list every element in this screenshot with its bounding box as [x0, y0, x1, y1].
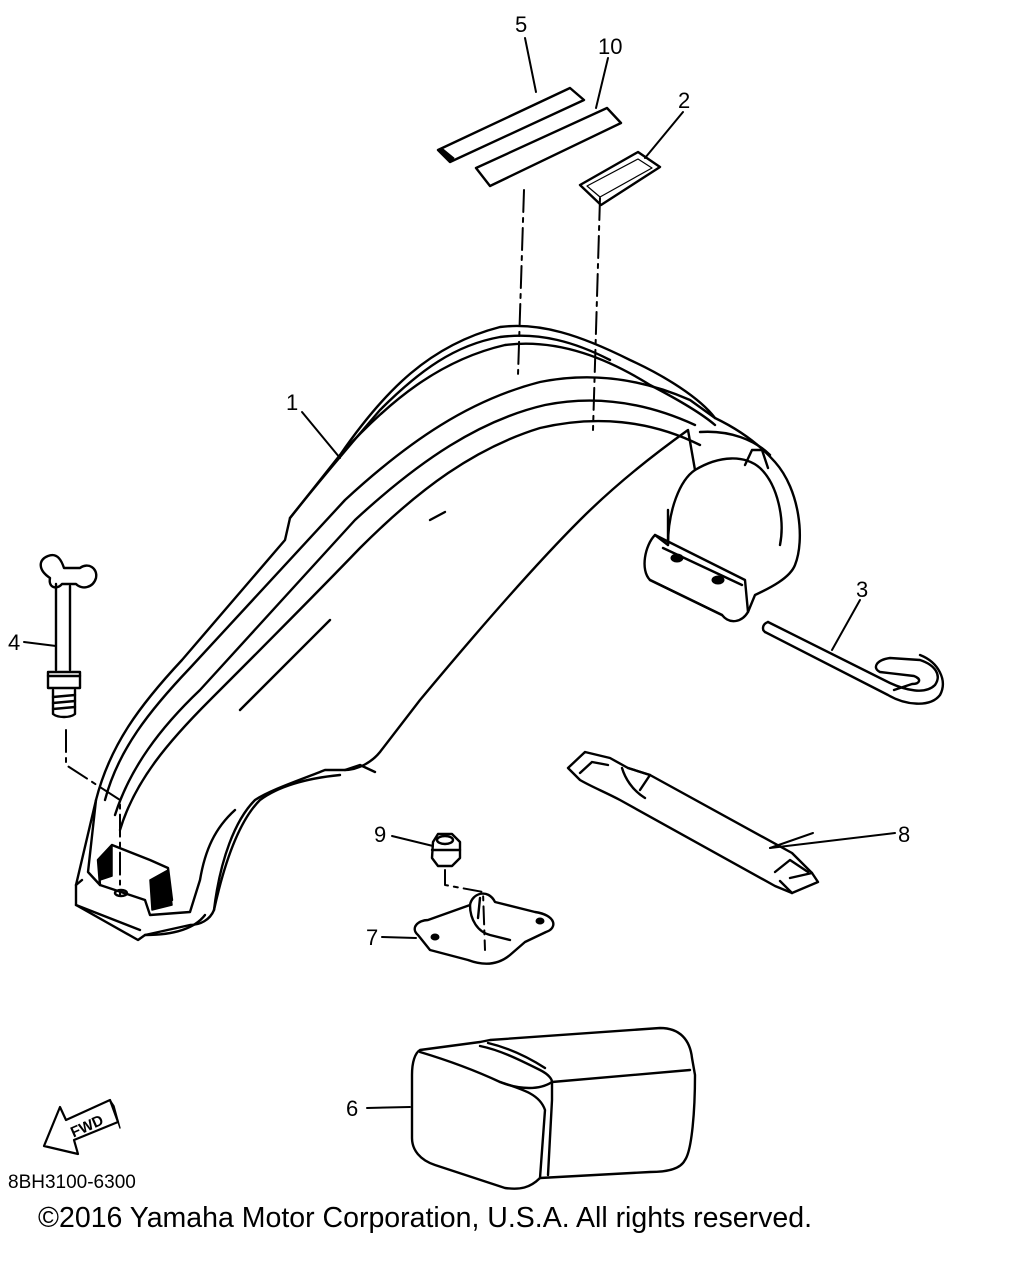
callout-9: 9: [374, 822, 386, 847]
callout-leaders: [23, 37, 896, 1109]
label-plate-part-2: [578, 150, 662, 207]
copyright-notice: ©2016 Yamaha Motor Corporation, U.S.A. A…: [38, 1202, 812, 1234]
nut-part-9: [430, 832, 462, 868]
decal-strip-part-5: [436, 86, 586, 164]
callout-7: 7: [366, 925, 378, 950]
callout-3: 3: [856, 577, 868, 602]
callout-labels: 5 10 2 1 3 4 8 9 7 6 FWD 8BH3100-6300: [8, 12, 910, 1193]
callout-8: 8: [898, 822, 910, 847]
bolt-guide-line: [65, 729, 121, 896]
fwd-arrow-icon: [42, 1098, 121, 1156]
callout-10: 10: [598, 34, 622, 59]
plate-part-7: [413, 892, 555, 965]
callout-2: 2: [678, 88, 690, 113]
decal-strip-part-10: [474, 106, 623, 188]
part-code: 8BH3100-6300: [8, 1172, 136, 1193]
callout-6: 6: [346, 1096, 358, 1121]
callout-4: 4: [8, 630, 20, 655]
cover-box-part-6: [410, 1026, 697, 1190]
fender-part-1: [74, 324, 801, 942]
callout-5: 5: [515, 12, 527, 37]
callout-1: 1: [286, 390, 298, 415]
nut-guide-line: [444, 869, 486, 951]
wing-bolt-part-4: [39, 553, 98, 719]
rod-part-3: [761, 620, 944, 705]
decal-guide-lines: [517, 189, 601, 431]
strap-part-8: [566, 750, 820, 895]
